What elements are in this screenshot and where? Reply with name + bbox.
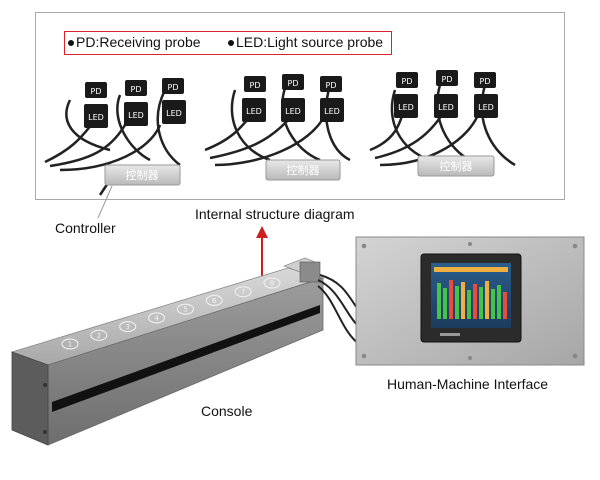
console-number: 4: [154, 314, 159, 322]
probe-label-led: LED: [324, 107, 340, 116]
internal-structure-label: Internal structure diagram: [195, 206, 355, 222]
controller-box-1: [104, 164, 181, 186]
console-device: [10, 257, 363, 446]
probe-label-pd: PD: [326, 81, 337, 90]
console-number: 8: [270, 280, 274, 288]
legend-pd-text: PD:Receiving probe: [76, 34, 201, 50]
legend-led-text: LED:Light source probe: [236, 34, 384, 50]
legend-item-led: LED:Light source probe: [228, 34, 383, 50]
probe-label-led: LED: [398, 103, 414, 112]
controller-label: Controller: [55, 220, 116, 236]
probe-label-pd: PD: [402, 77, 413, 86]
console-number-ring: [90, 329, 108, 341]
probe-label-led: LED: [246, 107, 262, 116]
probe-label-pd: PD: [442, 75, 453, 84]
probe-label-pd: PD: [250, 81, 261, 90]
console-number: 1: [68, 341, 72, 349]
console-number-ring: [119, 321, 137, 333]
probe-label-led: LED: [166, 109, 182, 118]
probe-label-pd: PD: [480, 77, 491, 86]
hmi-device: [355, 236, 585, 366]
controller-leader-line: [97, 185, 113, 219]
console-number-group: 1 2 3 4 5 6 7 8: [61, 277, 281, 350]
console-label: Console: [201, 403, 253, 419]
console-number: 5: [183, 306, 187, 314]
console-number-ring: [176, 303, 194, 315]
probe-label-pd: PD: [288, 79, 299, 88]
console-number: 6: [212, 297, 217, 305]
console-number-ring: [205, 294, 223, 306]
hmi-screen-bars: [437, 280, 507, 319]
controller-box-3: [417, 155, 495, 177]
probe-group-1: PD PD PD LED LED LED 控制器: [44, 78, 186, 196]
probe-group-3: PD PD PD LED LED LED 控制器: [369, 70, 516, 177]
bullet-icon: [228, 40, 234, 47]
legend: PD:Receiving probe LED:Light source prob…: [64, 31, 392, 55]
controller-box-text: 控制器: [126, 168, 159, 182]
probe-label-pd: PD: [131, 85, 142, 94]
console-number-ring: [61, 338, 79, 350]
controller-box-text: 控制器: [287, 163, 320, 177]
console-number: 3: [125, 323, 129, 331]
probe-label-led: LED: [478, 103, 494, 112]
hmi-label: Human-Machine Interface: [387, 376, 549, 392]
console-number-ring: [148, 312, 166, 324]
probe-group-2: PD PD PD LED LED LED 控制器: [204, 74, 351, 181]
probe-label-led: LED: [438, 103, 454, 112]
probe-label-led: LED: [88, 113, 104, 122]
probe-label-pd: PD: [168, 83, 179, 92]
console-number-ring: [234, 286, 252, 298]
legend-item-pd: PD:Receiving probe: [68, 34, 201, 50]
controller-box-2: [265, 159, 341, 181]
probe-label-led: LED: [128, 111, 144, 120]
console-number-ring: [263, 277, 281, 289]
probe-label-pd: PD: [91, 87, 102, 96]
bullet-icon: [68, 40, 74, 47]
console-number: 7: [241, 288, 245, 296]
controller-box-text: 控制器: [440, 159, 473, 173]
console-number: 2: [97, 332, 101, 340]
probe-label-led: LED: [285, 107, 301, 116]
